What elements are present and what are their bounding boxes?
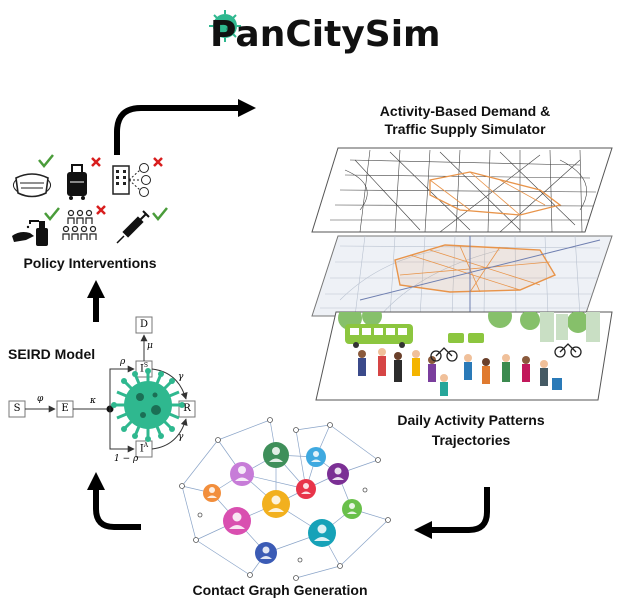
title-rest: anCitySim (235, 14, 441, 55)
seird-is-text: IS (136, 362, 152, 374)
daily-activity-label: Daily Activity Patterns Trajectories (397, 412, 545, 448)
map-layer-daily-activity-scene (315, 311, 613, 401)
rate-phi: φ (37, 394, 44, 404)
office-network-icon (112, 163, 151, 197)
check-icon (152, 207, 168, 221)
app-title: PanCitySim (210, 12, 441, 58)
policy-interventions-label: Policy Interventions (23, 255, 157, 271)
seird-r-text: R (183, 403, 191, 414)
seird-e-text: E (61, 403, 69, 414)
flow-arrow-daily-to-contact (414, 487, 490, 539)
seird-ia-sup: A (143, 442, 149, 449)
seird-ia-text: IA (136, 442, 152, 454)
rate-gamma-top: γ (178, 372, 184, 382)
flow-arrow-policy-to-sim (114, 99, 256, 155)
vaccine-syringe-icon (116, 210, 150, 244)
hand-sanitizer-icon (12, 220, 48, 246)
seird-ia-letter: I (139, 443, 144, 455)
virus-icon (111, 368, 185, 442)
title-virus-icon (209, 10, 241, 42)
contact-graph (179, 417, 391, 581)
map-layer-transit-overlay (311, 235, 613, 317)
crowd-icon (62, 209, 97, 240)
title-first-letter: P (210, 14, 236, 55)
map-layer-road-network (311, 147, 613, 233)
contact-graph-label: Contact Graph Generation (192, 582, 368, 598)
seird-model-label: SEIRD Model (8, 346, 96, 362)
rate-kappa: κ (90, 396, 96, 406)
seird-box-d (135, 316, 153, 334)
simulator-label: Activity-Based Demand & Traffic Supply S… (379, 103, 551, 137)
graph-node-avatars (203, 442, 362, 564)
cross-icon (153, 157, 163, 167)
seird-d-text: D (139, 319, 149, 330)
luggage-icon (67, 164, 87, 200)
cross-icon (96, 205, 106, 215)
flow-arrow-seird-to-policy (87, 280, 105, 322)
rate-one-minus-rho: 1 − ρ (114, 454, 139, 464)
check-icon (44, 207, 60, 221)
mask-icon (12, 173, 52, 198)
seird-s-text: S (13, 403, 21, 414)
seird-is-letter: I (139, 363, 144, 375)
seird-is-sup: S (143, 362, 149, 369)
rate-mu: μ (147, 341, 153, 351)
seird-diagram (8, 316, 196, 458)
rate-gamma-bottom: γ (178, 432, 184, 442)
check-icon (38, 154, 54, 168)
flow-arrow-contact-to-seird (87, 472, 141, 530)
cross-icon (91, 157, 101, 167)
rate-rho: ρ (120, 357, 126, 367)
